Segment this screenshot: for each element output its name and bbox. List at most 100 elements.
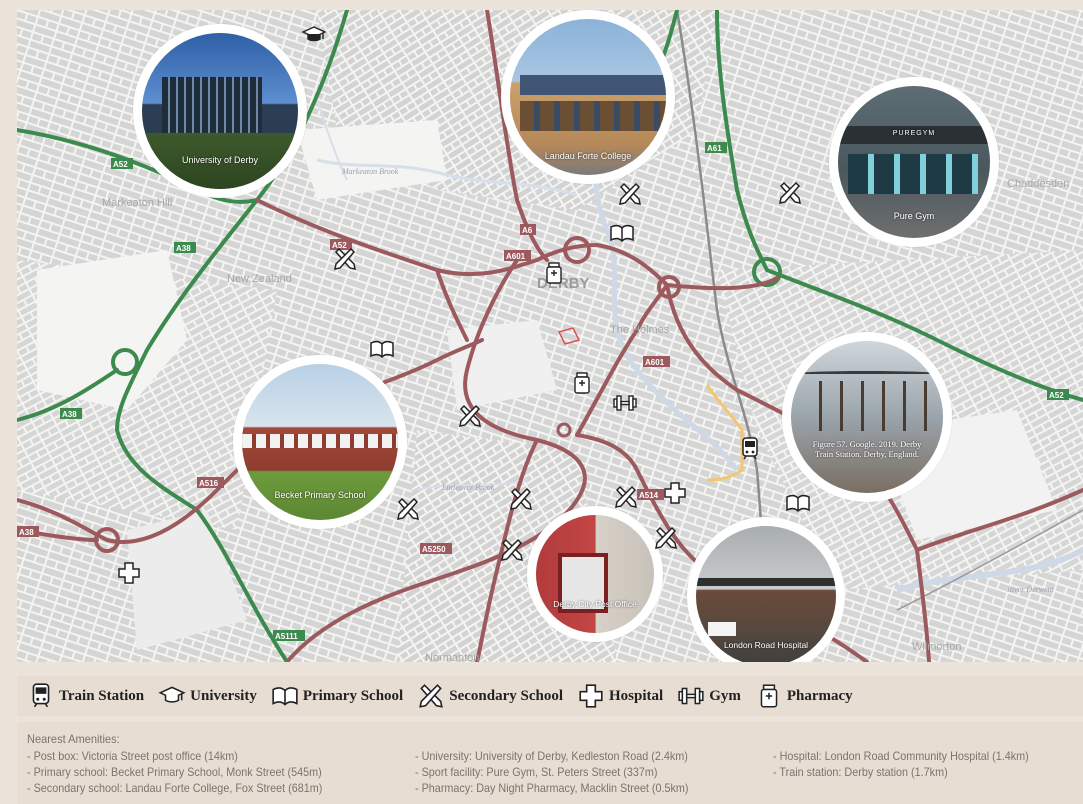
photo-derby-train-station[interactable]: Figure 57. Google. 2019. Derby Train Sta… bbox=[782, 332, 952, 502]
crossed-pencils-icon bbox=[334, 247, 356, 270]
pin-pharmacy-2[interactable] bbox=[569, 370, 595, 396]
map-panel[interactable]: A52 A52 A52 A38 A38 A38 A6 A601 A601 A61… bbox=[17, 10, 1083, 662]
road-label-a52-right: A52 bbox=[1049, 391, 1064, 400]
train-icon bbox=[742, 437, 758, 460]
legend-item-secondary-school: Secondary School bbox=[417, 682, 563, 710]
amenity-primary-school: - Primary school: Becket Primary School,… bbox=[27, 765, 322, 779]
amenity-hospital: - Hospital: London Road Community Hospit… bbox=[773, 749, 1029, 763]
open-space-west bbox=[37, 250, 187, 410]
water-label-markeaton-brook: Markeaton Brook bbox=[341, 167, 399, 176]
dumbbell-icon bbox=[613, 395, 637, 411]
graduation-cap-icon bbox=[301, 26, 327, 42]
legend-item-hospital: Hospital bbox=[577, 682, 663, 710]
road-label-a514: A514 bbox=[639, 491, 659, 500]
dumbbell-icon bbox=[678, 687, 704, 705]
graduation-cap-icon bbox=[158, 686, 186, 703]
place-label-chaddesden: Chaddesden bbox=[1007, 178, 1069, 190]
pin-secondary-school-3[interactable] bbox=[332, 246, 358, 272]
pin-hospital-2[interactable] bbox=[116, 560, 142, 586]
road-label-a5111: A5111 bbox=[275, 632, 298, 641]
photo-caption-becket: Becket Primary School bbox=[274, 490, 366, 500]
amenity-university: - University: University of Derby, Kedle… bbox=[415, 749, 688, 763]
pin-primary-school-1[interactable] bbox=[609, 220, 635, 246]
photo-caption-post-office: Derby City Post Office bbox=[553, 599, 637, 609]
pin-hospital-1[interactable] bbox=[662, 480, 688, 506]
crossed-pencils-icon bbox=[655, 526, 677, 549]
place-label-markeaton-hill: Markeaton Hill bbox=[102, 197, 172, 209]
legend-item-university: University bbox=[158, 682, 257, 710]
legend-label-primary-school: Primary School bbox=[302, 687, 404, 704]
amenity-post-box: - Post box: Victoria Street post office … bbox=[27, 749, 238, 763]
photo-pure-gym[interactable]: PUREGYM Pure Gym bbox=[829, 77, 999, 247]
legend-label-train-station: Train Station bbox=[59, 687, 145, 704]
place-label-new-zealand: New Zealand bbox=[227, 273, 292, 285]
legend-item-train-station: Train Station bbox=[27, 682, 144, 710]
pin-secondary-school-8[interactable] bbox=[653, 525, 679, 551]
road-label-a38-upper: A38 bbox=[176, 244, 191, 253]
legend-item-gym: Gym bbox=[677, 682, 741, 710]
pin-university[interactable] bbox=[301, 22, 327, 48]
pin-secondary-school-4[interactable] bbox=[457, 403, 483, 429]
amenities-heading: Nearest Amenities: bbox=[27, 732, 120, 746]
open-book-icon bbox=[786, 494, 810, 513]
photo-derby-city-post-office[interactable]: Derby City Post Office bbox=[527, 506, 663, 642]
road-label-a61: A61 bbox=[707, 144, 722, 153]
photo-becket-primary-school[interactable]: Becket Primary School bbox=[233, 355, 407, 529]
amenities-column-2: - University: University of Derby, Kedle… bbox=[415, 748, 719, 796]
nearest-amenities-panel: Nearest Amenities: - Post box: Victoria … bbox=[17, 722, 1083, 804]
roundabout-a61 bbox=[752, 257, 782, 287]
crossed-pencils-icon bbox=[510, 487, 532, 510]
amenity-train-station: - Train station: Derby station (1.7km) bbox=[773, 765, 948, 779]
roundabout-north bbox=[563, 236, 591, 264]
railway-branch bbox=[896, 509, 1083, 611]
pin-pharmacy-1[interactable] bbox=[541, 260, 567, 286]
hospital-site bbox=[127, 510, 247, 650]
open-book-icon bbox=[272, 687, 298, 706]
legend-label-secondary-school: Secondary School bbox=[449, 687, 563, 704]
pin-secondary-school-2[interactable] bbox=[777, 180, 803, 206]
legend-label-gym: Gym bbox=[709, 687, 741, 704]
roundabout-south bbox=[556, 422, 572, 438]
pin-train-station[interactable] bbox=[737, 436, 763, 462]
road-shields: A52 A52 A52 A38 A38 A38 A6 A601 A601 A61… bbox=[17, 142, 1069, 641]
photo-sign-puregym: PUREGYM bbox=[892, 130, 936, 137]
amenity-secondary-school: - Secondary school: Landau Forte College… bbox=[27, 781, 323, 795]
road-label-a6: A6 bbox=[522, 226, 533, 235]
photo-landau-forte-college[interactable]: Landau Forte College bbox=[501, 10, 675, 184]
water-label-littleover-brook: Littleover Brook bbox=[441, 483, 495, 492]
stream-north bbox=[316, 99, 348, 181]
photo-university-of-derby[interactable]: University of Derby bbox=[133, 24, 307, 198]
crossed-pencils-icon bbox=[397, 497, 419, 520]
markeaton-brook bbox=[316, 158, 578, 197]
crossed-pencils-icon bbox=[459, 404, 481, 427]
photo-caption-hospital: London Road Hospital bbox=[723, 640, 809, 650]
photo-london-road-hospital[interactable]: London Road Hospital bbox=[687, 517, 845, 662]
pin-primary-school-2[interactable] bbox=[369, 336, 395, 362]
pill-bottle-icon bbox=[546, 262, 562, 284]
crossed-pencils-icon bbox=[615, 485, 637, 508]
amenity-pharmacy: - Pharmacy: Day Night Pharmacy, Macklin … bbox=[415, 781, 689, 795]
pin-secondary-school-9[interactable] bbox=[499, 537, 525, 563]
crossed-pencils-icon bbox=[619, 182, 641, 205]
road-label-a38-mid: A38 bbox=[62, 410, 77, 419]
legend-item-pharmacy: Pharmacy bbox=[755, 682, 853, 710]
legend-label-hospital: Hospital bbox=[609, 687, 664, 704]
crossed-pencils-icon bbox=[419, 684, 444, 708]
legend-label-pharmacy: Pharmacy bbox=[786, 687, 853, 704]
pill-bottle-icon bbox=[574, 372, 590, 394]
map-legend: Train Station University Primary School … bbox=[17, 676, 1083, 716]
pin-secondary-school-6[interactable] bbox=[508, 486, 534, 512]
place-label-wilmorton: Wilmorton bbox=[912, 641, 962, 653]
pin-secondary-school-1[interactable] bbox=[617, 181, 643, 207]
amenity-sport-facility: - Sport facility: Pure Gym, St. Peters S… bbox=[415, 765, 658, 779]
pin-gym[interactable] bbox=[612, 390, 638, 416]
legend-item-primary-school: Primary School bbox=[271, 682, 403, 710]
place-label-normanton: Normanton bbox=[425, 652, 479, 662]
city-centre-outline bbox=[557, 327, 581, 345]
hospital-cross-icon bbox=[664, 482, 686, 504]
photo-caption-landau: Landau Forte College bbox=[544, 151, 632, 161]
pin-secondary-school-5[interactable] bbox=[395, 496, 421, 522]
pin-secondary-school-7[interactable] bbox=[613, 484, 639, 510]
pin-primary-school-3[interactable] bbox=[785, 490, 811, 516]
road-label-a52-left: A52 bbox=[113, 160, 128, 169]
